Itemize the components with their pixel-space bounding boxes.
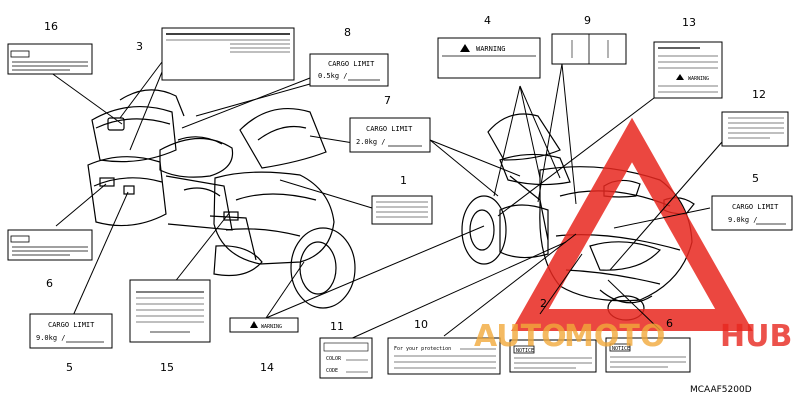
label-7-title: CARGO LIMIT [366,125,413,133]
label-4-warning: WARNING [476,45,506,53]
label-16 [7,43,93,75]
callout-8: 8 [344,26,351,39]
label-2-notice: NOTICE [516,348,534,354]
label-11: COLOR CODE [319,337,373,379]
callout-numbers: 16 3 8 4 9 13 7 12 1 5 6 2 6 11 10 5 15 … [44,14,766,374]
label-8-title: CARGO LIMIT [328,60,375,68]
watermark-logo [511,117,753,331]
label-5r-value: 9.0kg / [728,216,758,224]
label-2: NOTICE [509,339,597,373]
label-15 [129,279,211,343]
label-8: CARGO LIMIT 0.5kg / [309,53,389,87]
callout-4: 4 [484,14,491,27]
callout-6-right: 6 [666,317,673,330]
callout-15: 15 [160,361,174,374]
label-9 [551,33,627,65]
label-5l-value: 9.0kg / [36,334,66,342]
label-13: WARNING [653,41,723,99]
callout-5-right: 5 [752,172,759,185]
label-7: CARGO LIMIT 2.0kg / [349,117,431,153]
callout-5-left: 5 [66,361,73,374]
label-14-warning: WARNING [261,324,282,330]
leader-lines [49,61,723,341]
label-5-right: CARGO LIMIT 9.0kg / [711,195,793,231]
watermark-text-auto: AUTO [474,319,567,354]
callout-12: 12 [752,88,766,101]
label-6-right: NOTICE [605,337,691,373]
label-11-color: COLOR [326,356,342,362]
callout-16: 16 [44,20,58,33]
label-4: WARNING [437,37,541,79]
callout-3: 3 [136,40,143,53]
label-12 [721,111,789,147]
label-3 [161,27,295,81]
callout-14: 14 [260,361,274,374]
callout-10: 10 [414,318,428,331]
label-10-text: For your protection [394,346,451,352]
watermark-text-hub: HUB [720,319,792,354]
label-10: For your protection [387,337,501,375]
callout-11: 11 [330,320,344,333]
label-6-left [7,229,93,261]
callout-7: 7 [384,94,391,107]
label-13-warning: WARNING [688,76,709,82]
label-1 [371,195,433,225]
label-5l-title: CARGO LIMIT [48,321,95,329]
label-5r-title: CARGO LIMIT [732,203,779,211]
diagram-code: MCAAF5200D [690,385,752,395]
callout-6-left: 6 [46,277,53,290]
callout-2: 2 [540,297,547,310]
label-8-value: 0.5kg / [318,72,348,80]
motorcycle-left [87,89,356,309]
label-14: WARNING [229,317,299,333]
callout-13: 13 [682,16,696,29]
label-11-code: CODE [326,368,338,374]
callout-1: 1 [400,174,407,187]
watermark-text-moto: MOTO [564,319,665,354]
watermark-text: AUTO MOTO HUB [474,319,792,354]
label-6r-notice: NOTICE [612,346,630,352]
callout-9: 9 [584,14,591,27]
label-7-value: 2.0kg / [356,138,386,146]
label-5-left: CARGO LIMIT 9.0kg / [29,313,113,349]
